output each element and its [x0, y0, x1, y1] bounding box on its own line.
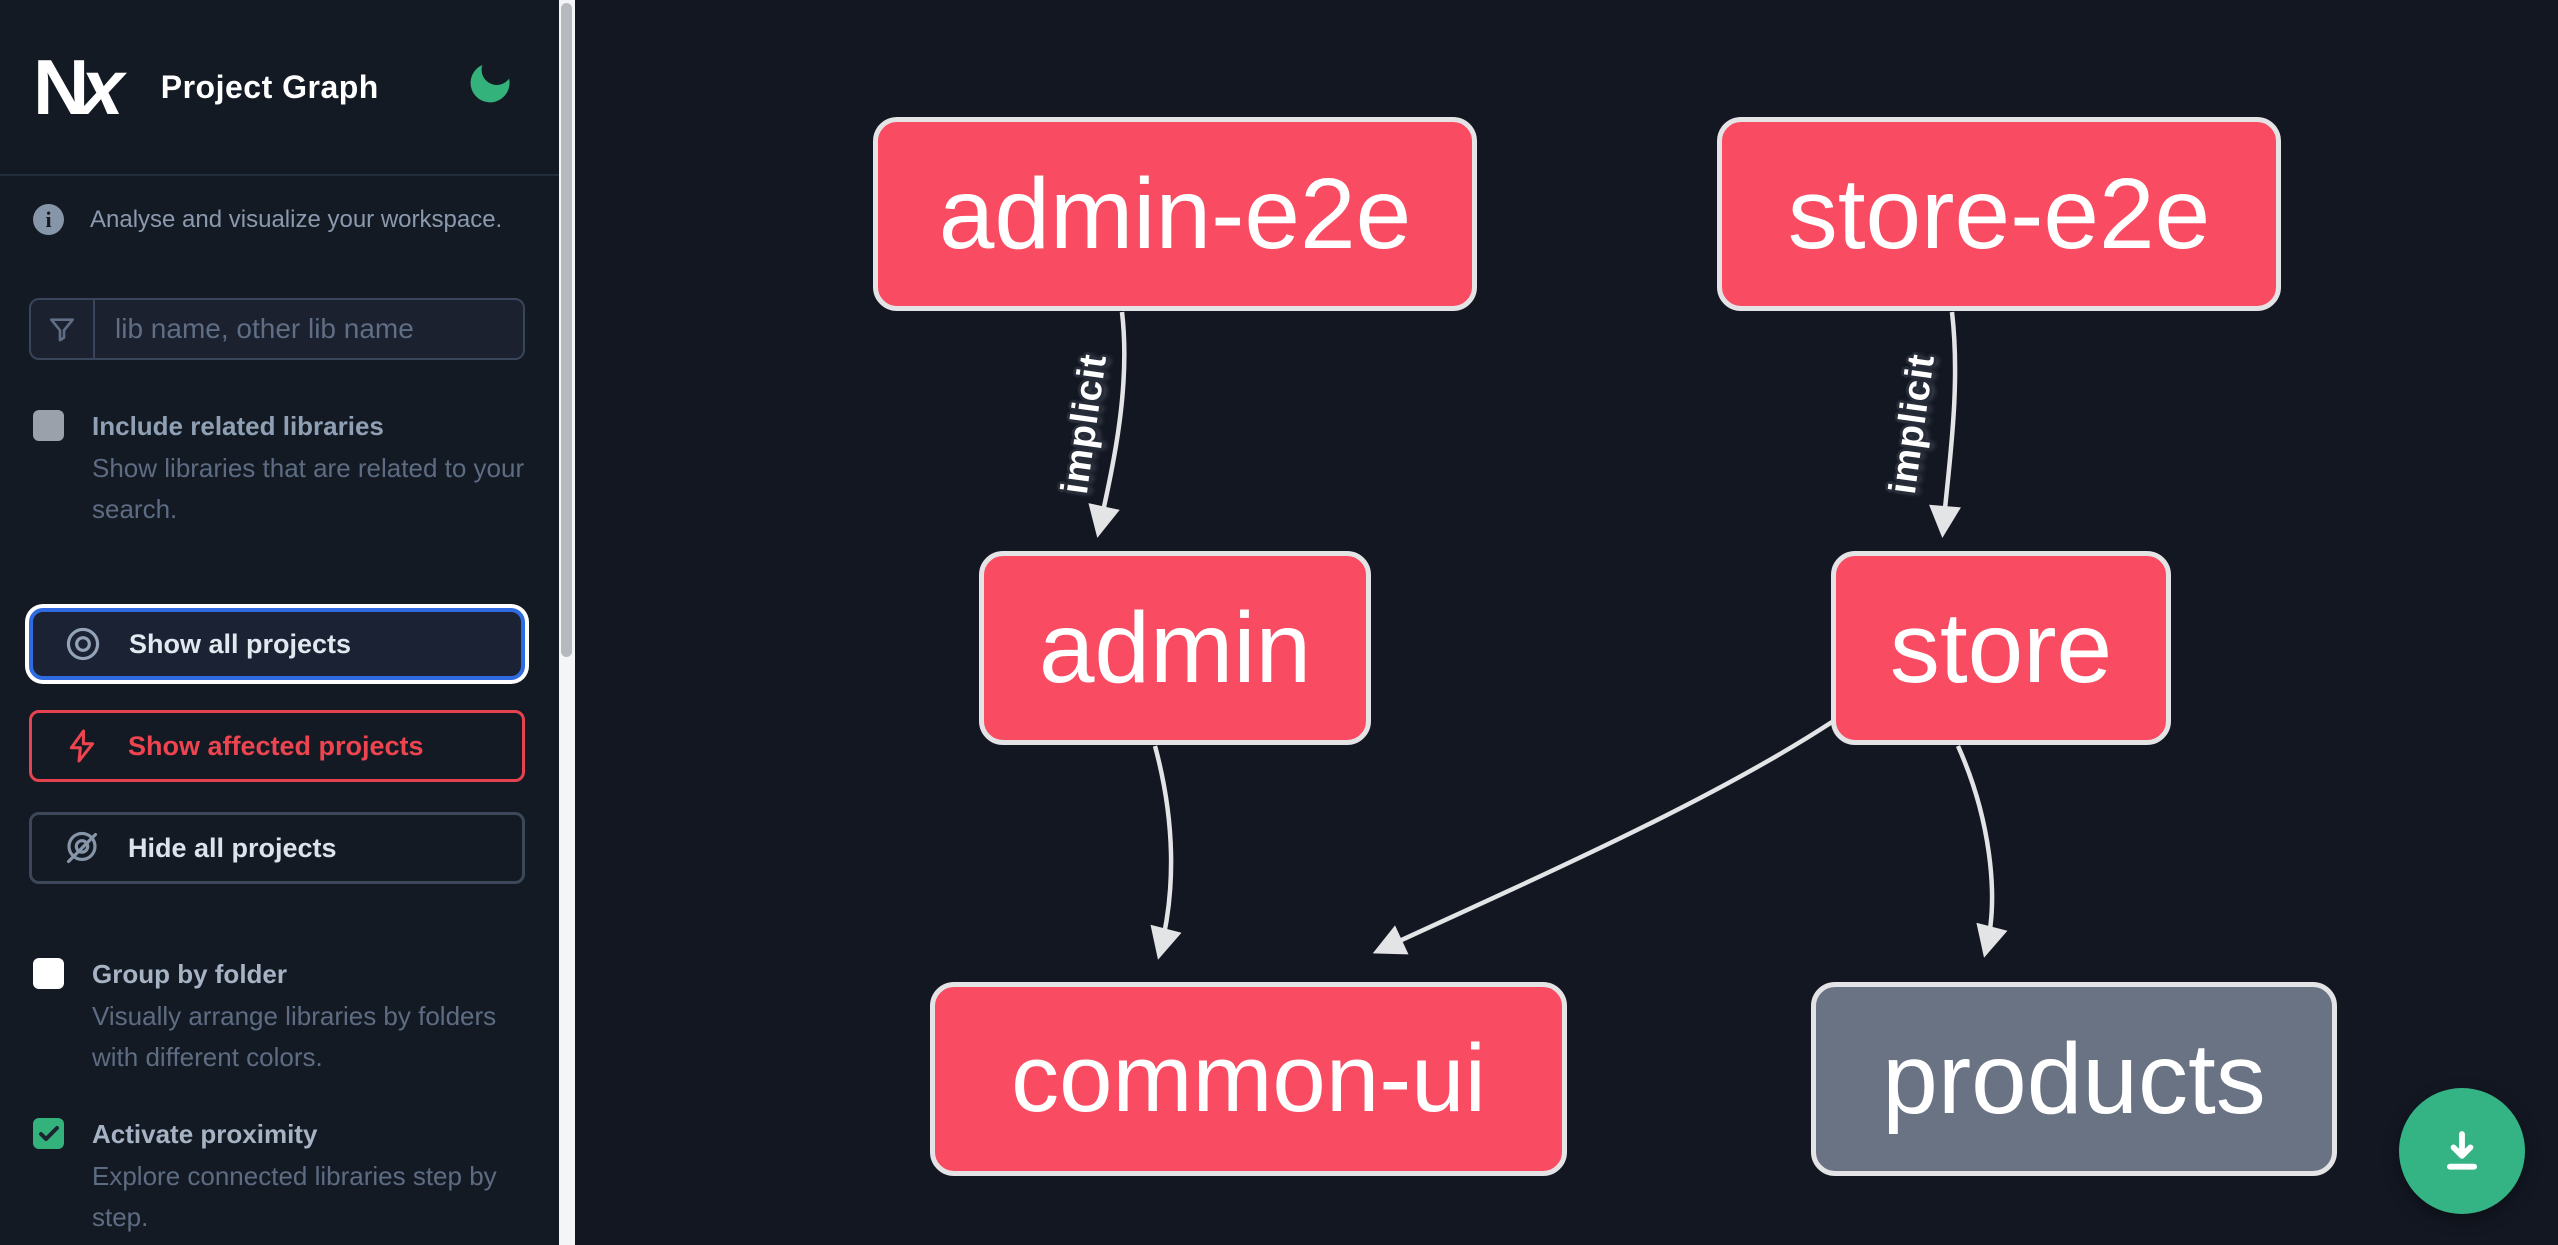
node-admin[interactable]: admin [979, 551, 1371, 745]
show-all-projects-button[interactable]: Show all projects [29, 608, 525, 680]
sidebar-scrollbar[interactable] [559, 0, 575, 1245]
tagline: Analyse and visualize your workspace. [90, 206, 503, 233]
node-admin-e2e[interactable]: admin-e2e [873, 117, 1477, 311]
activate-proximity-label: Activate proximity [92, 1119, 318, 1149]
eye-icon [63, 625, 103, 663]
download-icon [2447, 1131, 2477, 1170]
workspace-info: i Analyse and visualize your workspace. [0, 176, 559, 238]
edge-admin-common-ui [1150, 745, 1182, 960]
include-related-description: Show libraries that are related to your … [92, 453, 525, 524]
show-affected-projects-label: Show affected projects [128, 730, 424, 761]
edge-store-products [1955, 745, 2008, 958]
hide-all-projects-button[interactable]: Hide all projects [29, 812, 525, 884]
page-title: Project Graph [160, 68, 379, 105]
group-by-folder-description: Visually arrange libraries by folders wi… [92, 1001, 497, 1072]
include-related-label: Include related libraries [92, 411, 384, 441]
node-products[interactable]: products [1811, 982, 2337, 1176]
node-common-ui[interactable]: common-ui [930, 982, 1567, 1176]
activate-proximity-row: Activate proximity Explore connected lib… [0, 1114, 559, 1238]
include-related-row: Include related libraries Show libraries… [0, 406, 559, 530]
project-graph-canvas[interactable]: implicit implicit admin-e2e store-e2e ad… [575, 0, 2558, 1245]
search-input[interactable] [95, 300, 523, 358]
group-by-folder-row: Group by folder Visually arrange librari… [0, 954, 559, 1078]
edge-store-common-ui [1372, 720, 1834, 955]
node-store-e2e[interactable]: store-e2e [1717, 117, 2281, 311]
show-all-projects-label: Show all projects [129, 628, 352, 659]
hide-all-projects-label: Hide all projects [128, 832, 337, 863]
sidebar-scrollbar-thumb[interactable] [561, 3, 572, 657]
edge-store-e2e-store [1929, 311, 1961, 538]
eye-off-icon [62, 829, 102, 867]
filter-funnel-icon [31, 300, 95, 358]
activate-proximity-description: Explore connected libraries step by step… [92, 1161, 497, 1232]
moon-icon [470, 64, 510, 102]
checkmark-icon [38, 1125, 59, 1141]
download-image-button[interactable] [2399, 1088, 2525, 1214]
search-field [29, 298, 525, 360]
show-affected-projects-button[interactable]: Show affected projects [29, 710, 525, 782]
group-by-folder-label: Group by folder [92, 959, 287, 989]
info-icon: i [33, 204, 64, 235]
activate-proximity-checkbox[interactable] [33, 1118, 64, 1149]
node-store[interactable]: store [1831, 551, 2171, 745]
lightning-bolt-icon [62, 728, 102, 764]
graph-edges [1088, 311, 2008, 960]
theme-toggle-button[interactable] [462, 56, 518, 112]
group-by-folder-checkbox[interactable] [33, 958, 64, 989]
include-related-checkbox[interactable] [33, 410, 64, 441]
edge-admin-e2e-admin [1088, 311, 1127, 538]
